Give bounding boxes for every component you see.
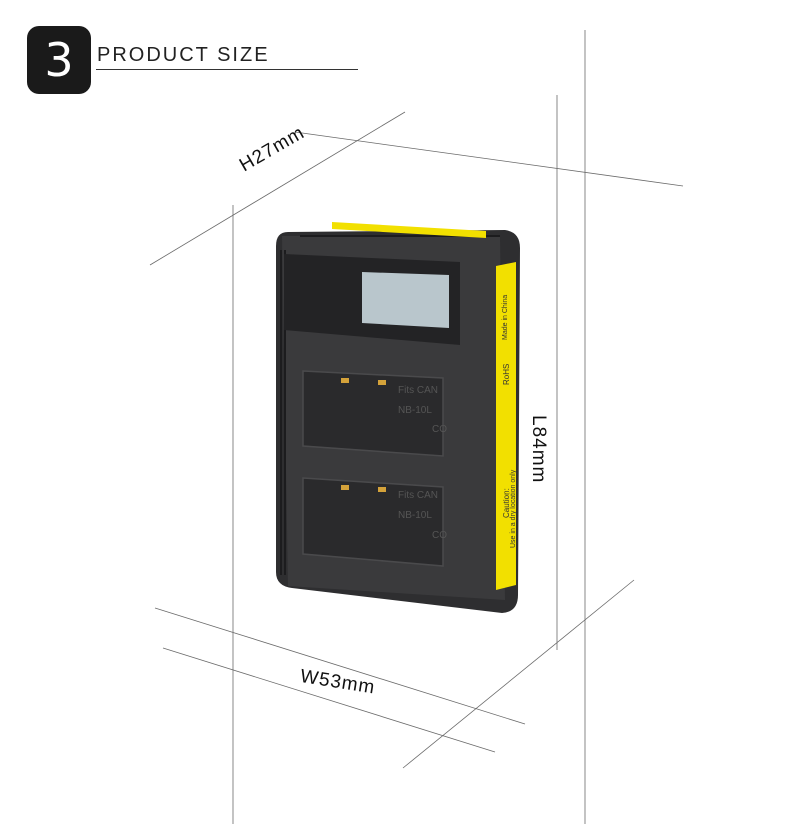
height-guide-line [149,111,406,266]
depth-guide-line [402,579,635,769]
side-label-rohs: RoHS [502,363,511,385]
battery-slot-top [302,370,444,457]
bottom-width-guide-line [162,647,496,753]
title-underline [96,69,358,70]
battery-slot-bottom [302,477,444,567]
lcd-screen [362,272,449,328]
width-guide-line [154,607,526,725]
side-label-made: Made in China [502,294,509,340]
side-label-dry: Use in a dry location only [510,469,517,548]
slot-bottom-text-3: CO [432,530,447,541]
battery-contacts [341,378,386,492]
top-yellow-strip [332,222,486,238]
slot-top-text-1: Fits CAN [398,385,438,396]
charger-device [276,222,520,613]
side-yellow-label [496,262,516,590]
length-dimension-label: L84mm [528,415,549,484]
dimension-guides [149,30,684,824]
slot-bottom-text-2: NB-10L [398,510,432,521]
step-number-badge: 3 [27,26,91,94]
section-title: PRODUCT SIZE [97,44,270,66]
top-edge-guide-line [294,131,684,187]
slot-top-text-2: NB-10L [398,405,432,416]
slot-top-text-3: CO [432,424,447,435]
slot-bottom-text-1: Fits CAN [398,490,438,501]
